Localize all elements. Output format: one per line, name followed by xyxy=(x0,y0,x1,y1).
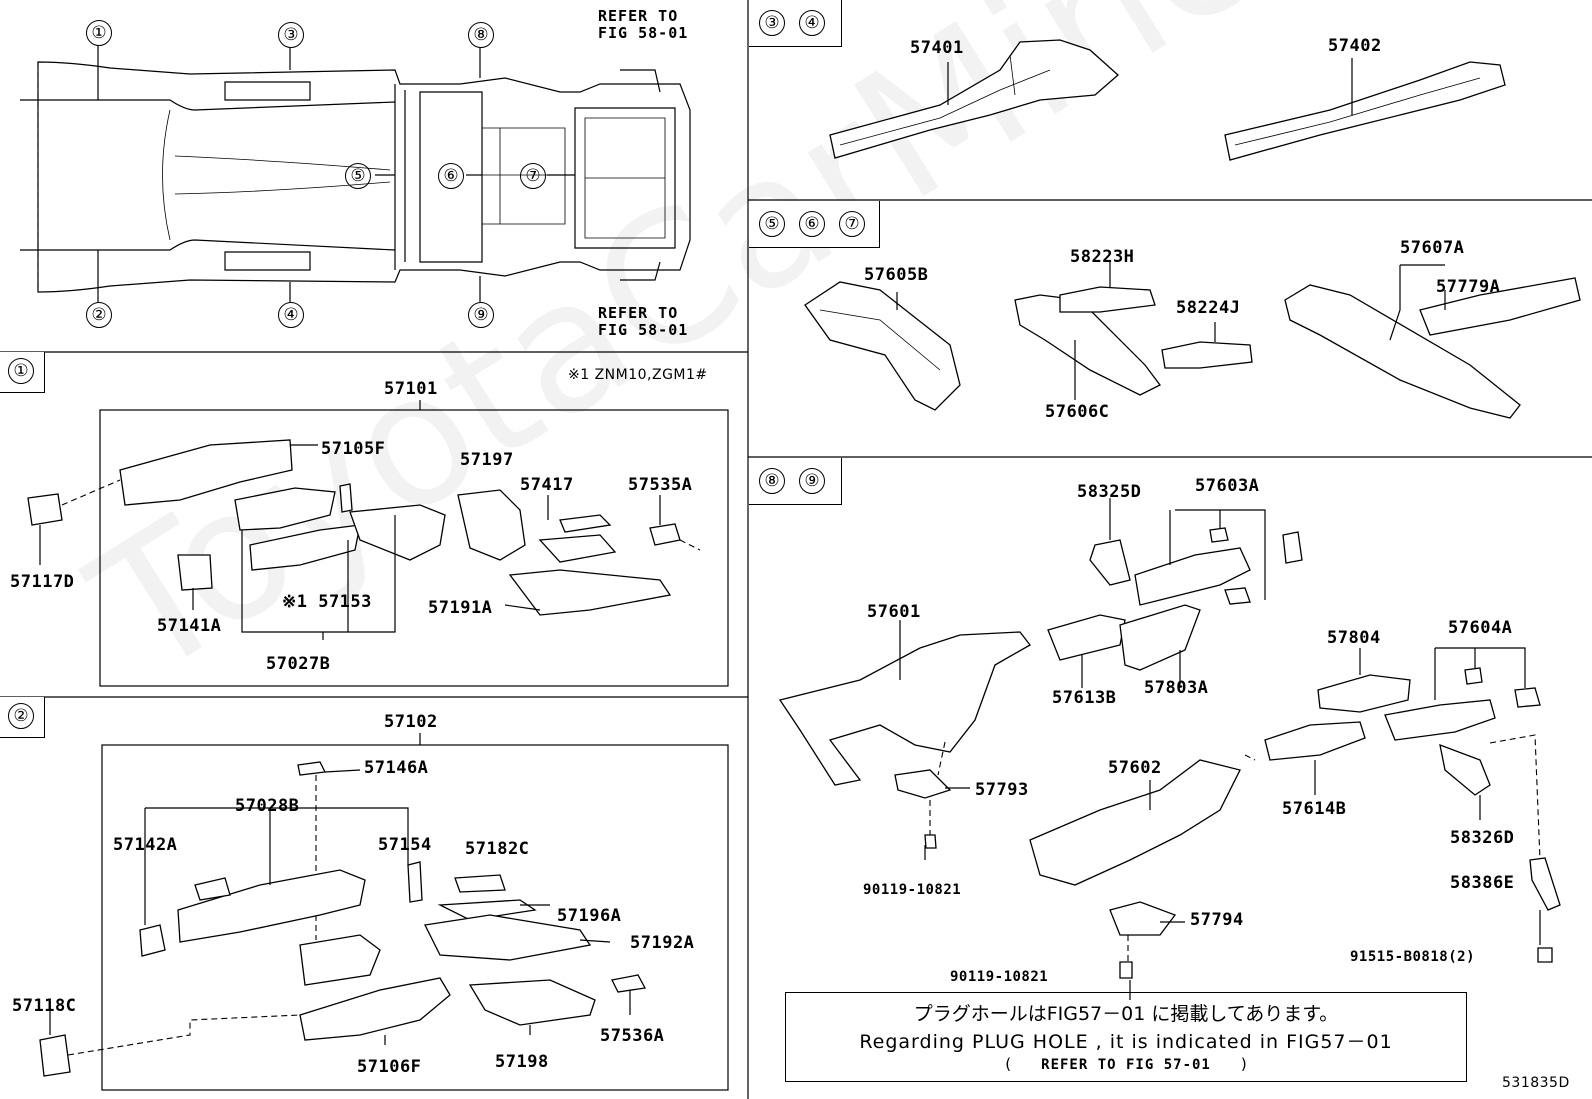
note-line-jp: プラグホールはFIG57－01 に掲載してあります。 xyxy=(913,1003,1339,1025)
floor-overview-outline xyxy=(20,45,691,302)
label-57535A: 57535A xyxy=(628,475,693,495)
label-57105F: 57105F xyxy=(321,439,386,459)
section-2-frame xyxy=(101,744,729,1091)
label-57117D: 57117D xyxy=(10,572,75,592)
label-57102: 57102 xyxy=(384,712,438,732)
label-57779A: 57779A xyxy=(1436,277,1501,297)
section-34-parts xyxy=(829,39,1506,161)
label-90119-10821-a: 90119-10821 xyxy=(863,882,962,898)
marker-8: ⑧ xyxy=(468,22,494,48)
marker-2: ② xyxy=(86,302,112,328)
marker-7: ⑦ xyxy=(520,163,546,189)
label-57191A: 57191A xyxy=(428,598,493,618)
section-89-tab: ⑧ ⑨ xyxy=(749,458,842,505)
label-57602: 57602 xyxy=(1108,758,1162,778)
label-57606C: 57606C xyxy=(1045,402,1110,422)
label-91515-B0818: 91515-B0818(2) xyxy=(1350,949,1476,965)
label-57182C: 57182C xyxy=(465,839,530,859)
section-2-parts xyxy=(39,761,647,1077)
label-57028B: 57028B xyxy=(235,796,300,816)
label-57603A: 57603A xyxy=(1195,476,1260,496)
label-57198: 57198 xyxy=(495,1052,549,1072)
label-57142A: 57142A xyxy=(113,835,178,855)
label-57804: 57804 xyxy=(1327,628,1381,648)
figure-code: 531835D xyxy=(1502,1075,1570,1091)
label-57141A: 57141A xyxy=(157,616,222,636)
label-57417: 57417 xyxy=(520,475,574,495)
label-58386E: 58386E xyxy=(1450,873,1515,893)
section-2-tab: ② xyxy=(0,697,45,738)
label-57402: 57402 xyxy=(1328,36,1382,56)
label-57793: 57793 xyxy=(975,780,1029,800)
label-57794: 57794 xyxy=(1190,910,1244,930)
label-57197: 57197 xyxy=(460,450,514,470)
label-57192A: 57192A xyxy=(630,933,695,953)
marker-9: ⑨ xyxy=(468,302,494,328)
label-57401: 57401 xyxy=(910,38,964,58)
section-1-frame xyxy=(99,409,729,687)
label-57601: 57601 xyxy=(867,602,921,622)
marker-6: ⑥ xyxy=(438,163,464,189)
label-58325D: 58325D xyxy=(1077,482,1142,502)
label-57604A: 57604A xyxy=(1448,618,1513,638)
label-58326D: 58326D xyxy=(1450,828,1515,848)
section-89-parts xyxy=(778,498,1561,1000)
label-57614B: 57614B xyxy=(1282,799,1347,819)
label-57536A: 57536A xyxy=(600,1026,665,1046)
marker-1: ① xyxy=(86,20,112,46)
label-57101: 57101 xyxy=(384,379,438,399)
label-57803A: 57803A xyxy=(1144,678,1209,698)
label-57605B: 57605B xyxy=(864,265,929,285)
label-90119-10821-b: 90119-10821 xyxy=(950,969,1049,985)
plug-hole-note: プラグホールはFIG57－01 に掲載してあります。 Regarding PLU… xyxy=(785,992,1467,1082)
note-line-en: Regarding PLUG HOLE , it is indicated in… xyxy=(859,1031,1393,1053)
section-1-tab: ① xyxy=(0,352,45,393)
marker-4: ④ xyxy=(278,302,304,328)
section-1-parts xyxy=(27,439,701,640)
section-567-parts xyxy=(804,262,1581,419)
label-57607A: 57607A xyxy=(1400,238,1465,258)
note-line-ref: (REFER TO FIG 57-01) xyxy=(1005,1055,1247,1073)
label-57153: ※1 57153 xyxy=(282,592,372,612)
section-34-tab: ③ ④ xyxy=(749,0,842,47)
label-57154: 57154 xyxy=(378,835,432,855)
label-57118C: 57118C xyxy=(12,996,77,1016)
marker-3: ③ xyxy=(278,22,304,48)
label-57196A: 57196A xyxy=(557,906,622,926)
label-57106F: 57106F xyxy=(357,1057,422,1077)
label-58223H: 58223H xyxy=(1070,247,1135,267)
section-567-tab: ⑤ ⑥ ⑦ xyxy=(749,201,880,248)
label-57027B: 57027B xyxy=(266,654,331,674)
footnote: ※1 ZNM10,ZGM1# xyxy=(568,367,708,383)
label-58224J: 58224J xyxy=(1176,298,1241,318)
label-57613B: 57613B xyxy=(1052,688,1117,708)
marker-5: ⑤ xyxy=(345,163,371,189)
label-57146A: 57146A xyxy=(364,758,429,778)
